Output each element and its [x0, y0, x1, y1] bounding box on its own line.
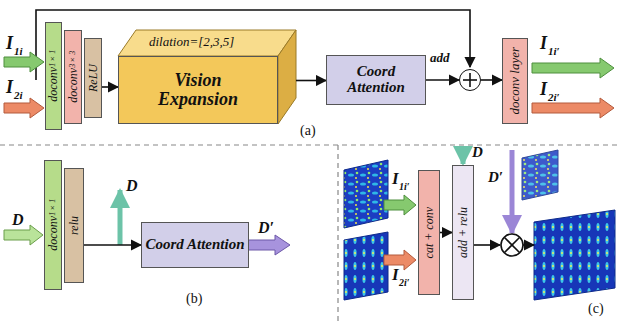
- node-text: Coord Attention: [145, 237, 244, 253]
- conv-layer: doconv3×3: [64, 30, 82, 124]
- flow-arrow: [481, 79, 502, 81]
- text-group: Coord Attention: [145, 237, 244, 253]
- text-group: doconv1×1: [47, 50, 60, 102]
- output-arrow: [532, 58, 614, 78]
- multiply-symbol: [505, 238, 520, 253]
- node-text: cat + conv: [423, 207, 436, 258]
- flow-arrow: [474, 244, 500, 246]
- output-arrow: [532, 98, 614, 118]
- input-arrow: [384, 195, 416, 215]
- subscript-label: 1i′: [399, 182, 410, 192]
- signal-label: D: [472, 145, 483, 160]
- signal-label: I: [6, 34, 13, 52]
- conv-layer: doconv layer: [502, 38, 528, 124]
- feature-map: [344, 160, 388, 228]
- subscript: 1×1: [49, 199, 57, 216]
- attention-box: Coord Attention: [141, 222, 249, 268]
- node-text: relu: [68, 216, 81, 235]
- plus-symbol: [463, 79, 477, 81]
- heading-text: add: [430, 50, 450, 66]
- text-group: add + relu: [457, 207, 470, 258]
- dprime-arrow: [510, 150, 515, 233]
- flow-arrow: [84, 244, 141, 246]
- signal-label: I: [392, 170, 399, 187]
- fusion-box: cat + conv: [418, 170, 440, 295]
- panel-label: (b): [186, 292, 202, 306]
- heading-text: dilation=[2,3,5]: [149, 34, 234, 50]
- flow-arrow: [296, 80, 326, 82]
- panel-label: (a): [300, 124, 316, 138]
- signal-label: I: [6, 78, 13, 96]
- input-arrow: [4, 225, 43, 245]
- signal-label: D′: [258, 220, 274, 236]
- subscript-label: 1i′: [548, 46, 560, 57]
- signal-label: D: [126, 178, 138, 194]
- d-arrow: [461, 146, 466, 164]
- conv-layer: doconv1×1: [44, 160, 62, 290]
- flow-arrow: [440, 232, 452, 234]
- branch-arrow: [118, 190, 123, 245]
- add-circle: add: [459, 69, 481, 91]
- node-text: add + relu: [457, 207, 470, 258]
- cube-side: [278, 30, 296, 124]
- subscript-label: 2i′: [399, 278, 410, 288]
- text-group: Coord Attention: [327, 64, 425, 96]
- multiply-symbol: [501, 234, 523, 256]
- subscript-label: 2i: [14, 90, 23, 101]
- node-text: Coord Attention: [327, 64, 425, 96]
- signal-label: I: [540, 34, 547, 52]
- text-group: Vision Expansion: [148, 71, 248, 109]
- node-text: doconv layer: [508, 47, 522, 115]
- subscript-label: 2i′: [548, 92, 560, 103]
- signal-label: D′: [488, 170, 503, 185]
- node-text: doconv: [47, 216, 60, 251]
- output-map: [534, 210, 615, 300]
- signal-label: I: [540, 80, 547, 98]
- activation-layer: ReLU: [84, 38, 102, 118]
- cube-top: [118, 30, 296, 56]
- input-arrow: [384, 250, 416, 270]
- node-text: Vision Expansion: [148, 71, 248, 109]
- flow-arrow: [523, 244, 534, 246]
- plus-symbol: [460, 70, 480, 90]
- text-group: relu: [68, 216, 81, 235]
- flow-arrow: [102, 86, 118, 88]
- text-group: doconv1×1: [47, 199, 60, 251]
- node-text: ReLU: [87, 64, 100, 92]
- activation-layer: relu: [64, 168, 84, 283]
- vision-expansion-block: Vision Expansiondilation=[2,3,5]: [118, 56, 278, 124]
- subscript-label: 1i: [14, 46, 23, 57]
- text-group: cat + conv: [423, 207, 436, 258]
- panel-label: (c): [588, 302, 604, 316]
- signal-label: I: [392, 266, 399, 283]
- fusion-box: add + relu: [452, 165, 474, 300]
- multiply-symbol: [505, 238, 520, 253]
- text-group: doconv layer: [508, 47, 522, 115]
- separator: [337, 145, 338, 325]
- text-group: ReLU: [87, 64, 100, 92]
- node-text: doconv: [47, 67, 60, 102]
- input-arrow: [4, 98, 44, 118]
- conv-layer: doconv1×1: [45, 22, 62, 130]
- input-arrow: [4, 52, 44, 72]
- subscript: 1×1: [49, 50, 57, 67]
- feature-map: [344, 232, 388, 300]
- separator: [0, 144, 621, 145]
- attention-box: Coord Attention: [326, 55, 426, 105]
- text-group: doconv3×3: [67, 51, 80, 103]
- node-text: doconv: [67, 68, 80, 103]
- attention-map: [522, 150, 558, 200]
- subscript: 3×3: [69, 51, 77, 68]
- output-arrow: [248, 235, 290, 255]
- signal-label: D: [12, 212, 24, 228]
- flow-arrow: [426, 79, 459, 81]
